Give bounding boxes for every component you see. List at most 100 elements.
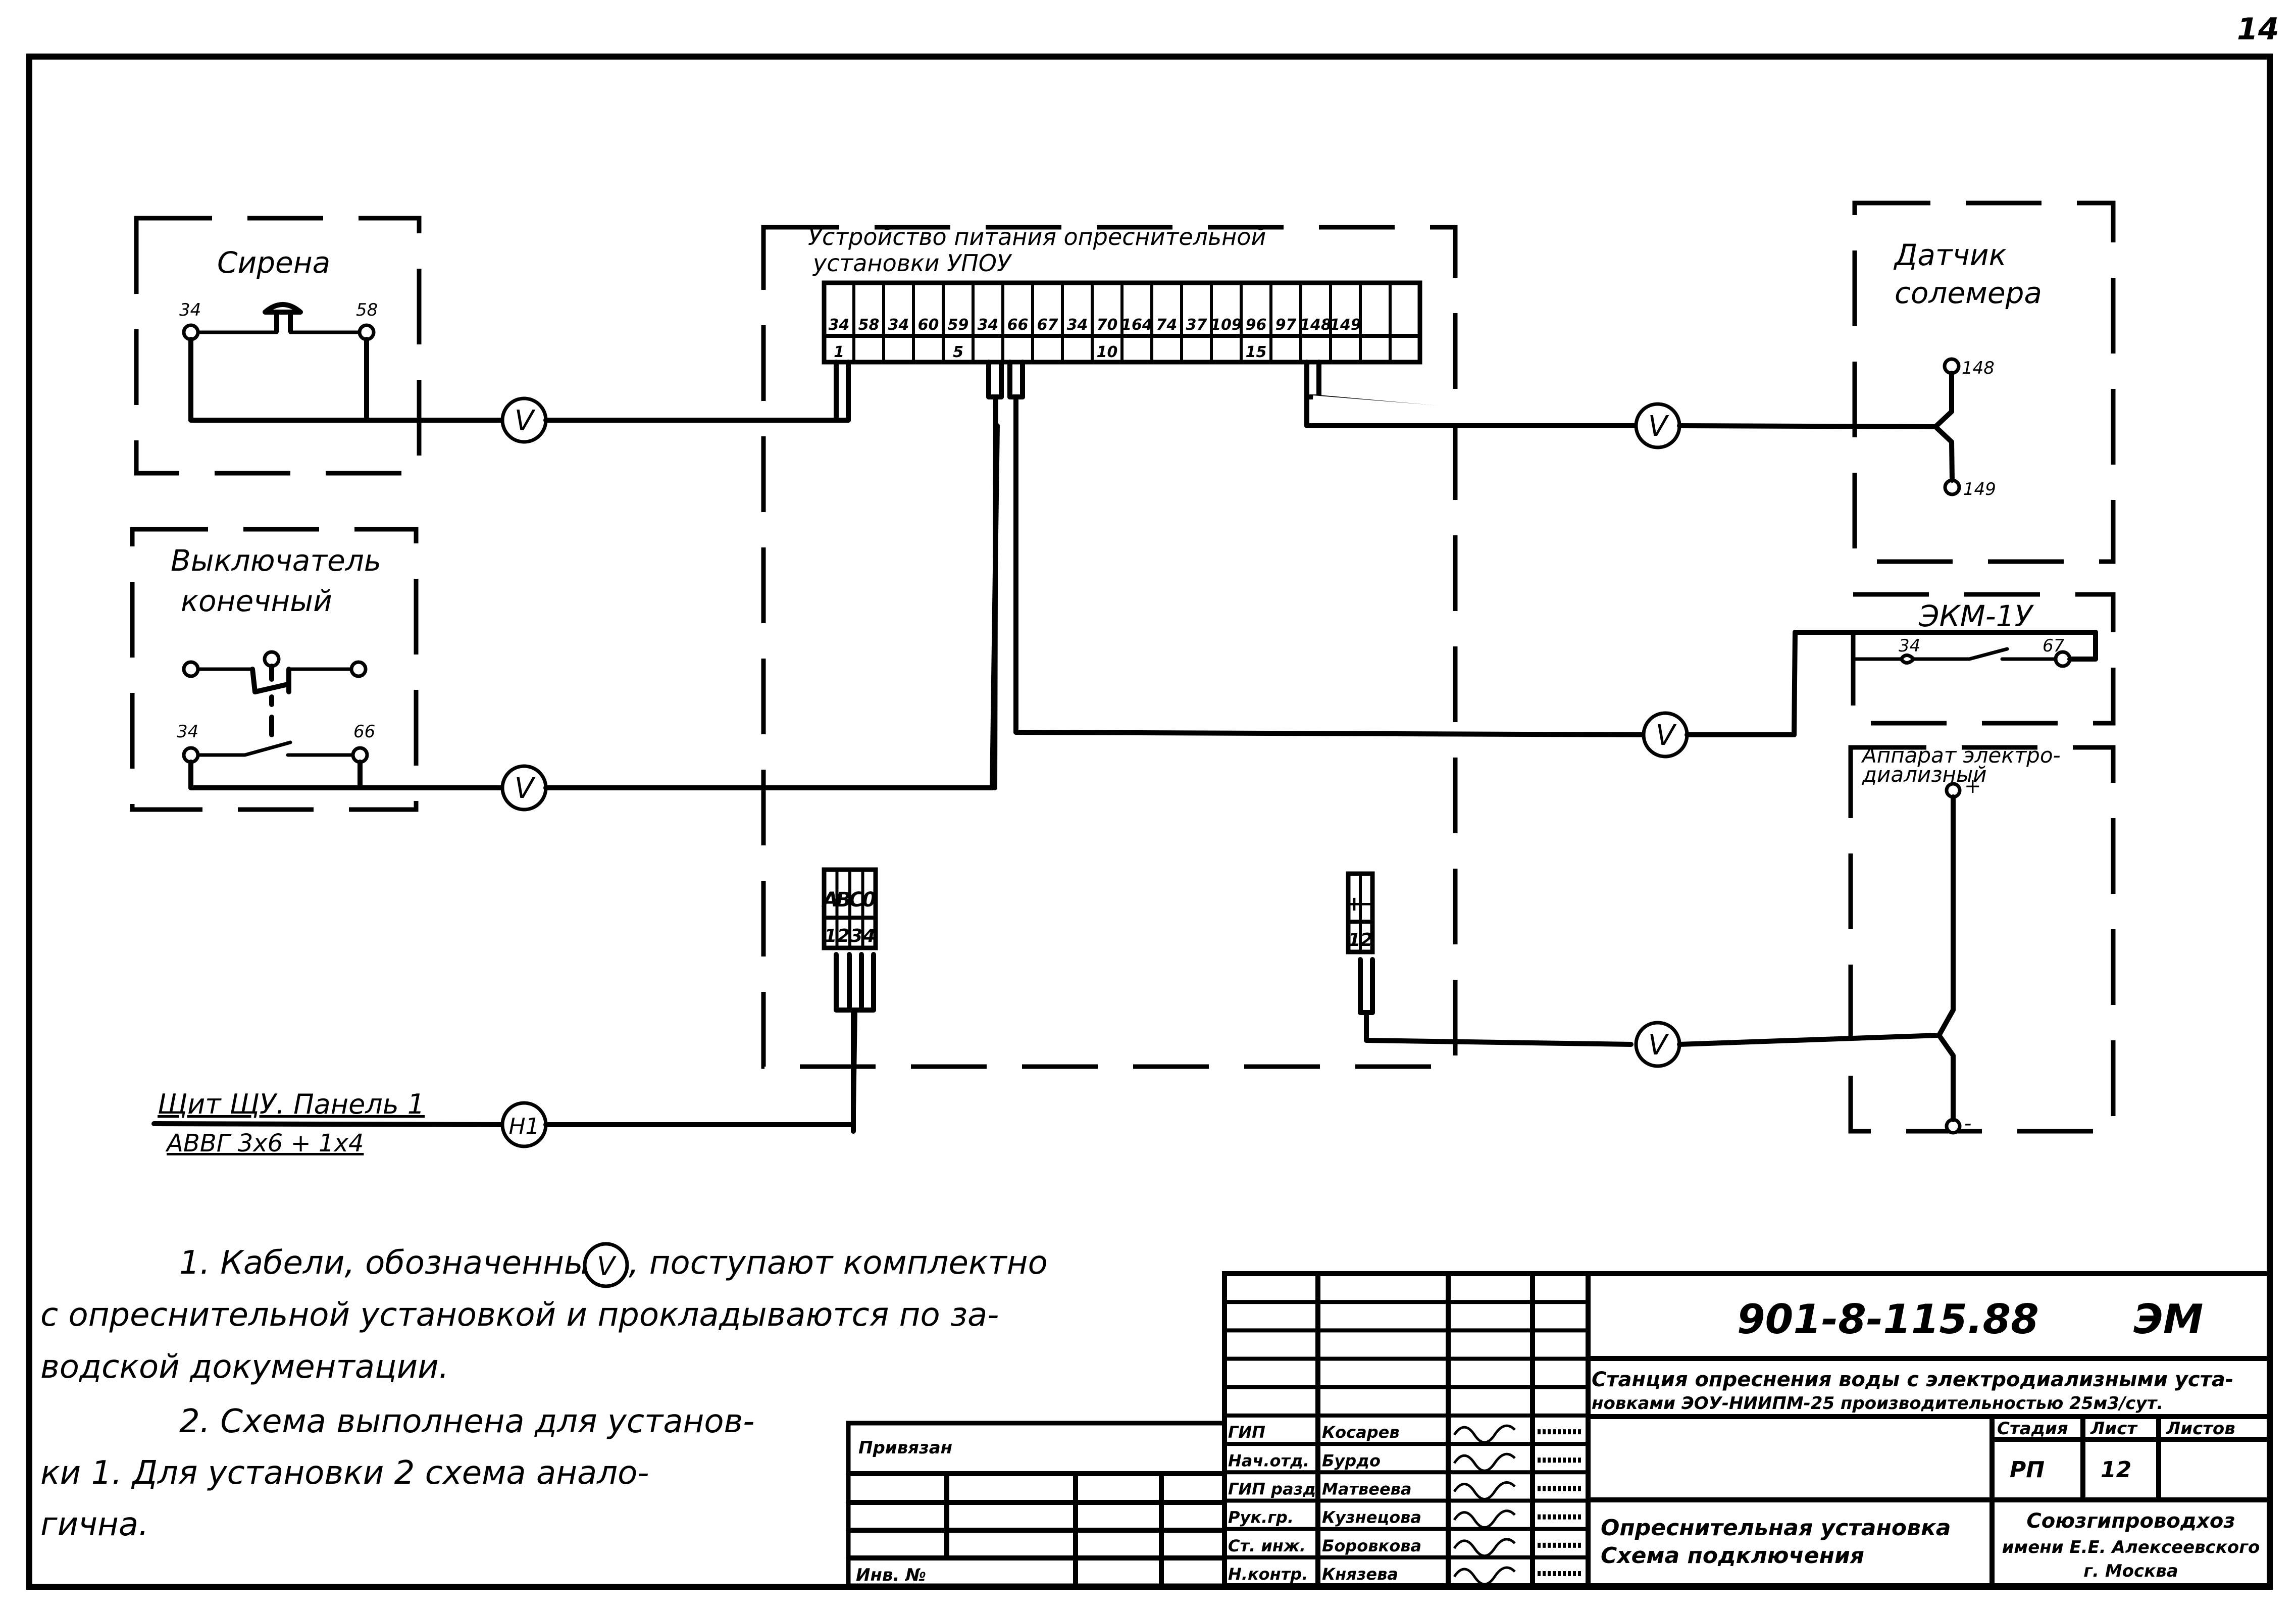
sheets-header: Листов	[2166, 1419, 2235, 1439]
inventory-label: Инв. №	[856, 1565, 926, 1585]
signature-scribble	[1453, 1452, 1516, 1472]
nc-contact-left-node	[182, 660, 200, 678]
ekm-terminal-34: 34	[1899, 636, 1920, 656]
page-number: 14	[2237, 12, 2279, 47]
org-line1: Союзгипроводхоз	[2026, 1509, 2235, 1533]
v-marker-label: V	[1648, 410, 1669, 443]
siren-block: Сирена 34 58	[134, 216, 422, 476]
terminal-number: 1	[834, 343, 844, 361]
electrodialysis-cable-marker[interactable]: V	[1634, 1021, 1681, 1068]
terminal-label: 60	[918, 316, 939, 334]
document-code: 901-8-115.88	[1737, 1296, 2039, 1343]
signature-name: Князева	[1322, 1565, 1398, 1584]
terminal-number: 5	[953, 343, 963, 361]
ekm-title: ЭКМ-1У	[1918, 599, 2034, 633]
electrodialysis-dashed-boundary	[1848, 745, 2116, 1134]
limit-switch-title-line2: конечный	[181, 584, 332, 618]
sensor-cable-marker[interactable]: V	[1634, 402, 1681, 449]
stage-value: РП	[2010, 1457, 2045, 1483]
dc-number: 1	[1348, 930, 1360, 950]
terminal-label: 70	[1097, 316, 1118, 334]
sensor-terminal-148: 148	[1962, 358, 1995, 378]
three-phase-number: 1	[824, 926, 837, 946]
terminal-number: 15	[1246, 343, 1267, 361]
ekm-contact-blade	[1967, 647, 2009, 661]
siren-cable-marker[interactable]: V	[500, 396, 548, 444]
signature-name: Матвеева	[1322, 1479, 1411, 1498]
note1-line2: с опреснительной установкой и прокладыва…	[40, 1296, 999, 1334]
terminal-label: 164	[1121, 316, 1153, 334]
siren-icon	[263, 302, 303, 333]
project-line1: Станция опреснения воды с электродиализн…	[1592, 1368, 2233, 1391]
signature-role: Ст. инж.	[1228, 1536, 1306, 1555]
power-unit-dashed-boundary	[761, 225, 1458, 1069]
limit-switch-cable-marker[interactable]: V	[500, 764, 548, 812]
v-marker-label: V	[1656, 719, 1677, 752]
signature-scribble	[1453, 1424, 1516, 1444]
terminal-label: 34	[829, 316, 850, 334]
signature-name: Бурдо	[1322, 1451, 1381, 1470]
note2-line3: гична.	[40, 1506, 148, 1543]
signature-role: Н.контр.	[1228, 1565, 1308, 1584]
ekm-block: ЭКМ-1У 34 67	[1792, 592, 2116, 737]
panel-feed-line1: Щит ЩУ. Панель 1	[158, 1088, 425, 1120]
terminal-label: 97	[1275, 316, 1297, 334]
nc-contact-right-node	[349, 660, 368, 678]
limit-switch-title-line1: Выключатель	[171, 543, 381, 578]
three-phase-number: 3	[850, 926, 862, 946]
terminal-label: 67	[1037, 316, 1058, 334]
sheet-value: 12	[2101, 1457, 2131, 1483]
signature-scribble	[1453, 1538, 1516, 1557]
salinity-sensor-dashed-boundary	[1852, 200, 2116, 564]
terminal-label: 34	[888, 316, 909, 334]
signature-role: ГИП разд.	[1228, 1479, 1322, 1498]
stage-header: Стадия	[1997, 1419, 2068, 1439]
terminal-label: 34	[978, 316, 999, 334]
siren-terminal-34: 34	[179, 300, 201, 320]
terminal-label: 58	[858, 316, 880, 334]
dc-wiring	[1358, 957, 1634, 1047]
signature-role: ГИП	[1228, 1423, 1265, 1442]
power-unit-title-line1: Устройство питания опреснительной	[808, 223, 1266, 250]
limit-switch-block: Выключатель конечный 34 66	[130, 527, 419, 812]
note1-v-symbol-circle	[583, 1242, 629, 1288]
signature-scribble	[1453, 1509, 1516, 1529]
v-marker-label: V	[515, 772, 536, 805]
dc-terminal-block: +1−2	[1346, 871, 1375, 954]
electrodialysis-cable-right	[1677, 1033, 1942, 1047]
salinity-sensor-title-line2: солемера	[1895, 276, 2042, 310]
terminal-label: 66	[1007, 316, 1029, 334]
electrodialysis-block: Аппарат электро- диализный + -	[1848, 743, 2116, 1135]
signature-name: Косарев	[1322, 1423, 1400, 1442]
note1-line3: водской документации.	[40, 1348, 449, 1386]
terminal-label: 109	[1210, 316, 1242, 334]
terminal-label: 59	[948, 316, 969, 334]
org-line2: имени Е.Е. Алексеевского	[2002, 1537, 2260, 1557]
drawing-title-line1: Опреснительная установка	[1601, 1515, 1951, 1541]
note1-part2: , поступают комплектно	[629, 1244, 1048, 1282]
ekm-terminal-34-node	[1899, 653, 1916, 665]
apparatus-minus-label: -	[1964, 1112, 1971, 1135]
electrodialysis-title-line1: Аппарат электро-	[1861, 743, 2061, 768]
dc-number: 2	[1360, 930, 1372, 950]
h1-cable-marker[interactable]: Н1	[500, 1101, 548, 1148]
ekm-cable-marker[interactable]: V	[1642, 711, 1689, 759]
terminal-label: 34	[1067, 316, 1088, 334]
bound-label: Привязан	[858, 1438, 952, 1458]
h1-marker-label: Н1	[508, 1114, 539, 1139]
three-phase-number: 4	[862, 926, 876, 946]
signature-scribble	[1453, 1481, 1516, 1500]
dc-label: −	[1358, 892, 1375, 916]
electrodialysis-title-line2: диализный	[1862, 762, 1986, 787]
apparatus-element	[1936, 794, 1956, 1122]
signature-name: Кузнецова	[1322, 1508, 1421, 1527]
terminal-number: 10	[1097, 343, 1118, 361]
power-unit-block: Устройство питания опреснительной устано…	[761, 223, 1458, 1069]
note1-part1: 1. Кабели, обозначенные	[179, 1244, 609, 1282]
drawing-title-line2: Схема подключения	[1601, 1543, 1864, 1569]
note1-v-symbol: V	[597, 1251, 617, 1282]
panel-feed: Щит ЩУ. Панель 1 АВВГ 3х6 + 1х4	[151, 1088, 505, 1157]
